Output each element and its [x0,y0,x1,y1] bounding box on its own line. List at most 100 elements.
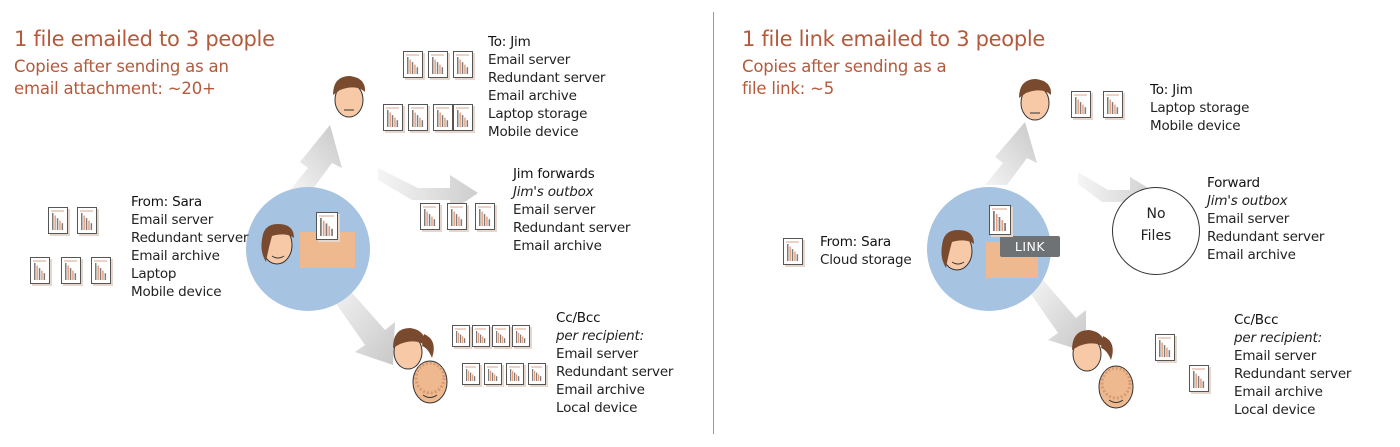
left-jim-forwards-line: Email server [513,202,596,218]
right-cc-bcc-line: Email server [1234,348,1317,364]
left-subtitle-line1: Copies after sending as an [14,57,229,76]
file-icon [91,257,111,284]
file-thumbnail-icon [94,260,107,280]
file-thumbnail-icon [509,366,520,381]
right-from-sara-block: From: Sara Cloud storage [820,233,912,269]
file-icon [528,363,546,385]
file-thumbnail-icon [531,366,542,381]
file-icon [475,203,495,230]
right-to-jim-heading: To: Jim [1150,82,1193,98]
attachment-file-icon [316,212,338,240]
right-forward-line: Email server [1207,211,1290,227]
arrow-down-icon [330,285,395,365]
left-to-jim-line: Mobile device [488,124,579,140]
file-icon [61,257,81,284]
file-thumbnail-icon [1074,94,1087,114]
file-icon [453,51,473,78]
file-icon [433,104,453,131]
right-cc-bcc-heading: Cc/Bcc [1234,312,1279,328]
file-thumbnail-icon [436,107,449,127]
file-thumbnail-icon [992,208,1007,231]
left-to-jim-heading: To: Jim [488,34,531,50]
left-to-jim-line: Email server [488,52,571,68]
right-cc-bcc-subheading: per recipient: [1234,330,1322,346]
file-icon [783,238,803,265]
sara-face-icon [261,224,294,265]
jim-face-icon [333,76,366,118]
file-thumbnail-icon [495,328,506,343]
file-icon [383,104,403,131]
file-icon [403,51,423,78]
file-icon [408,104,428,131]
left-from-sara-line: Redundant server [131,230,249,246]
link-arrow-up-icon [985,122,1037,185]
file-icon [472,325,490,347]
file-icon [1071,91,1091,118]
left-to-jim-line: Email archive [488,88,577,104]
file-icon [48,207,68,234]
right-title: 1 file link emailed to 3 people [742,27,1046,51]
left-subtitle-line2: email attachment: ~20+ [14,79,216,98]
file-thumbnail-icon [51,210,64,230]
left-from-sara-line: Mobile device [131,284,222,300]
cc-woman-face-icon [393,328,434,370]
file-thumbnail-icon [786,241,799,261]
file-thumbnail-icon [456,54,469,74]
left-from-sara-heading: From: Sara [131,194,202,210]
file-icon [1189,365,1209,392]
right-forward-subheading: Jim's outbox [1207,193,1288,209]
link-jim-face-icon [1019,79,1052,121]
file-thumbnail-icon [406,54,419,74]
left-jim-forwards-heading: Jim forwards [513,166,595,182]
right-forward-block: Forward Jim's outbox Email server Redund… [1207,174,1324,264]
left-to-jim-block: To: Jim Email server Redundant server Em… [488,33,605,141]
file-icon [447,203,467,230]
left-cc-bcc-line: Local device [556,400,638,416]
left-jim-forwards-line: Email archive [513,238,602,254]
file-icon [420,203,440,230]
file-thumbnail-icon [423,206,436,226]
right-forward-heading: Forward [1207,175,1260,191]
file-icon [453,104,473,131]
left-jim-forwards-subheading: Jim's outbox [513,184,594,200]
file-icon [1103,91,1123,118]
no-files-circle: No Files [1112,187,1200,275]
left-cc-bcc-line: Email archive [556,382,645,398]
file-thumbnail-icon [80,210,93,230]
file-thumbnail-icon [450,206,463,226]
file-thumbnail-icon [456,107,469,127]
right-to-jim-block: To: Jim Laptop storage Mobile device [1150,81,1249,135]
file-icon [506,363,524,385]
left-to-jim-line: Laptop storage [488,106,588,122]
file-thumbnail-icon [33,260,46,280]
file-icon [462,363,480,385]
right-cc-bcc-block: Cc/Bcc per recipient: Email server Redun… [1234,311,1351,419]
arrow-up-icon [290,125,342,190]
file-icon [428,51,448,78]
left-from-sara-line: Email archive [131,248,220,264]
file-thumbnail-icon [1158,337,1171,357]
link-sara-face-icon [941,230,974,271]
link-cc-woman-face-icon [1072,330,1113,372]
file-thumbnail-icon [431,54,444,74]
left-jim-forwards-line: Redundant server [513,220,631,236]
left-to-jim-line: Redundant server [488,70,606,86]
file-thumbnail-icon [487,366,498,381]
file-thumbnail-icon [64,260,77,280]
right-cc-bcc-line: Local device [1234,402,1316,418]
arrow-right-icon [378,140,478,212]
file-thumbnail-icon [386,107,399,127]
left-cc-bcc-subheading: per recipient: [556,328,644,344]
left-cc-bcc-heading: Cc/Bcc [556,310,601,326]
right-forward-line: Email archive [1207,247,1296,263]
file-thumbnail-icon [455,328,466,343]
left-from-sara-block: From: Sara Email server Redundant server… [131,193,248,301]
file-thumbnail-icon [478,206,491,226]
left-from-sara-line: Email server [131,212,214,228]
file-thumbnail-icon [465,366,476,381]
no-files-line1: No [1146,206,1166,222]
panel-divider [713,12,714,434]
left-cc-bcc-line: Redundant server [556,364,674,380]
file-thumbnail-icon [1192,368,1205,388]
link-attachment-file-icon [989,205,1011,235]
